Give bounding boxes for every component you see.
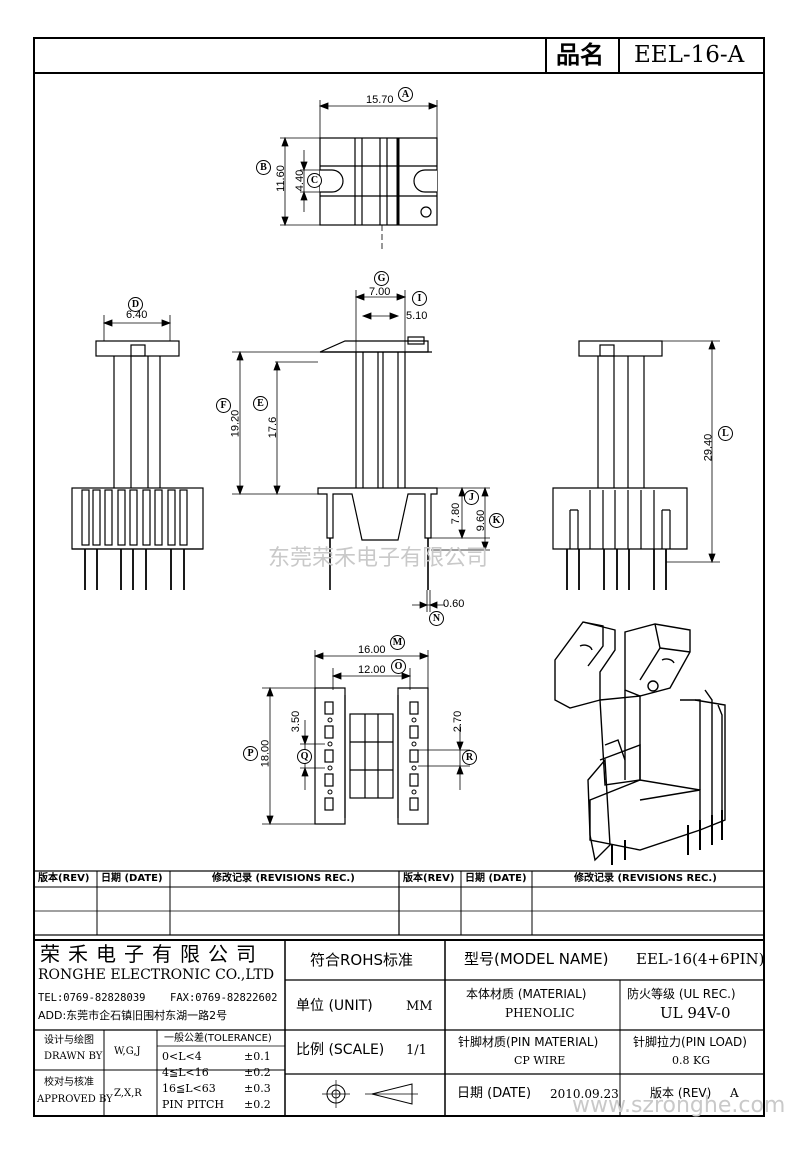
material-label: 本体材质 (MATERIAL): [466, 987, 587, 1001]
dim-P: 18.00: [259, 739, 272, 768]
marker-O: O: [391, 659, 406, 674]
rev-header-date-2: 日期 (DATE): [465, 873, 527, 884]
rev-header-date-1: 日期 (DATE): [101, 873, 163, 884]
watermark-url: www.szronghe.com: [572, 1093, 786, 1118]
scale-value: 1/1: [406, 1043, 427, 1058]
approve-label-en: APPROVED BY: [37, 1094, 113, 1105]
watermark-company: 东莞荣禾电子有限公司: [268, 546, 489, 571]
marker-L: L: [718, 426, 733, 441]
dim-F: 19.20: [229, 409, 242, 438]
flame-value: UL 94V-0: [660, 1004, 731, 1022]
flame-label: 防火等级 (UL REC.): [627, 987, 736, 1001]
design-value: W,G,J: [114, 1046, 141, 1057]
dim-C: 4.40: [294, 169, 307, 192]
part-number: EEL-16-A: [634, 42, 745, 68]
marker-P: P: [243, 746, 258, 761]
tolerance-title: 一般公差(TOLERANCE): [164, 1033, 272, 1044]
version-value: A: [730, 1086, 739, 1100]
dim-E: 17.6: [267, 416, 280, 439]
marker-E: E: [253, 396, 268, 411]
dim-I: 5.10: [406, 310, 428, 322]
company-address: ADD:东莞市企石镇旧围村东湖一路2号: [38, 1009, 228, 1022]
dim-N: 0.60: [443, 598, 465, 610]
outer-frame: [33, 37, 765, 1117]
dim-K: 9.60: [475, 509, 488, 532]
tolerance-value-2: ±0.2: [244, 1066, 271, 1079]
unit-label: 单位 (UNIT): [296, 998, 373, 1014]
revision-table: [33, 870, 765, 936]
company-name-en: RONGHE ELECTRONIC CO.,LTD: [38, 967, 275, 983]
marker-G: G: [374, 271, 389, 286]
tolerance-value-1: ±0.1: [244, 1050, 271, 1063]
right-side-view: [552, 340, 688, 590]
bottom-view: [314, 687, 429, 825]
marker-F: F: [216, 398, 231, 413]
company-fax: FAX:0769-82822602: [170, 992, 278, 1004]
dim-B: 11.60: [274, 165, 287, 192]
marker-N: N: [429, 611, 444, 626]
title-block: [34, 939, 764, 1116]
model-value: EEL-16(4+6PIN): [636, 950, 765, 968]
dim-M: 16.00: [358, 644, 386, 656]
dim-J: 7.80: [450, 502, 463, 525]
marker-I: I: [412, 291, 427, 306]
marker-J: J: [464, 490, 479, 505]
company-name-cn: 荣禾电子有限公司: [40, 942, 264, 966]
marker-K: K: [489, 513, 504, 528]
design-label-cn: 设计与绘图: [44, 1035, 94, 1046]
pin-material-label: 针脚材质(PIN MATERIAL): [458, 1035, 599, 1049]
tolerance-range-3: 16≦L<63: [162, 1082, 216, 1095]
pin-load-label: 针脚拉力(PIN LOAD): [633, 1035, 747, 1049]
material-value: PHENOLIC: [505, 1006, 575, 1020]
marker-Q: Q: [297, 749, 312, 764]
scale-label: 比例 (SCALE): [296, 1042, 385, 1058]
rev-header-rec-1: 修改记录 (REVISIONS REC.): [212, 873, 355, 884]
rev-header-rev-1: 版本(REV): [38, 873, 90, 884]
marker-A: A: [398, 87, 413, 102]
dim-Q: 3.50: [290, 710, 303, 733]
pin-load-value: 0.8 KG: [672, 1054, 710, 1067]
tolerance-range-2: 4≦L<16: [162, 1066, 209, 1079]
approve-value: Z,X,R: [114, 1088, 142, 1099]
name-label: 品名: [556, 41, 604, 69]
rev-header-rec-2: 修改记录 (REVISIONS REC.): [574, 873, 717, 884]
marker-D: D: [128, 297, 143, 312]
model-label: 型号(MODEL NAME): [464, 950, 609, 968]
marker-C: C: [307, 173, 322, 188]
rev-header-rev-2: 版本(REV): [403, 873, 455, 884]
company-tel: TEL:0769-82828039: [38, 992, 146, 1004]
dim-L: 29.40: [702, 433, 715, 462]
dim-D: 6.40: [126, 309, 148, 321]
isometric-view: [554, 621, 726, 865]
pin-material-value: CP WIRE: [514, 1054, 566, 1067]
approve-label-cn: 校对与核准: [44, 1077, 94, 1088]
tolerance-value-3: ±0.3: [244, 1082, 271, 1095]
version-label: 版本 (REV): [650, 1086, 712, 1100]
marker-B: B: [256, 160, 271, 175]
dim-A: 15.70: [366, 94, 394, 106]
dim-R: 2.70: [452, 710, 465, 733]
unit-value: MM: [406, 999, 433, 1014]
front-view: [317, 290, 438, 590]
dim-O: 12.00: [358, 664, 386, 676]
dim-G: 7.00: [369, 286, 391, 298]
marker-R: R: [462, 750, 477, 765]
tolerance-value-4: ±0.2: [244, 1098, 271, 1111]
tolerance-range-4: PIN PITCH: [162, 1098, 224, 1111]
marker-M: M: [390, 635, 405, 650]
date-value: 2010.09.23: [550, 1087, 619, 1101]
design-label-en: DRAWN BY: [44, 1051, 103, 1062]
rohs-label: 符合ROHS标准: [310, 951, 414, 969]
top-view: [319, 137, 438, 250]
left-side-view: [71, 340, 204, 590]
date-label: 日期 (DATE): [457, 1086, 532, 1101]
tolerance-range-1: 0<L<4: [162, 1050, 202, 1063]
